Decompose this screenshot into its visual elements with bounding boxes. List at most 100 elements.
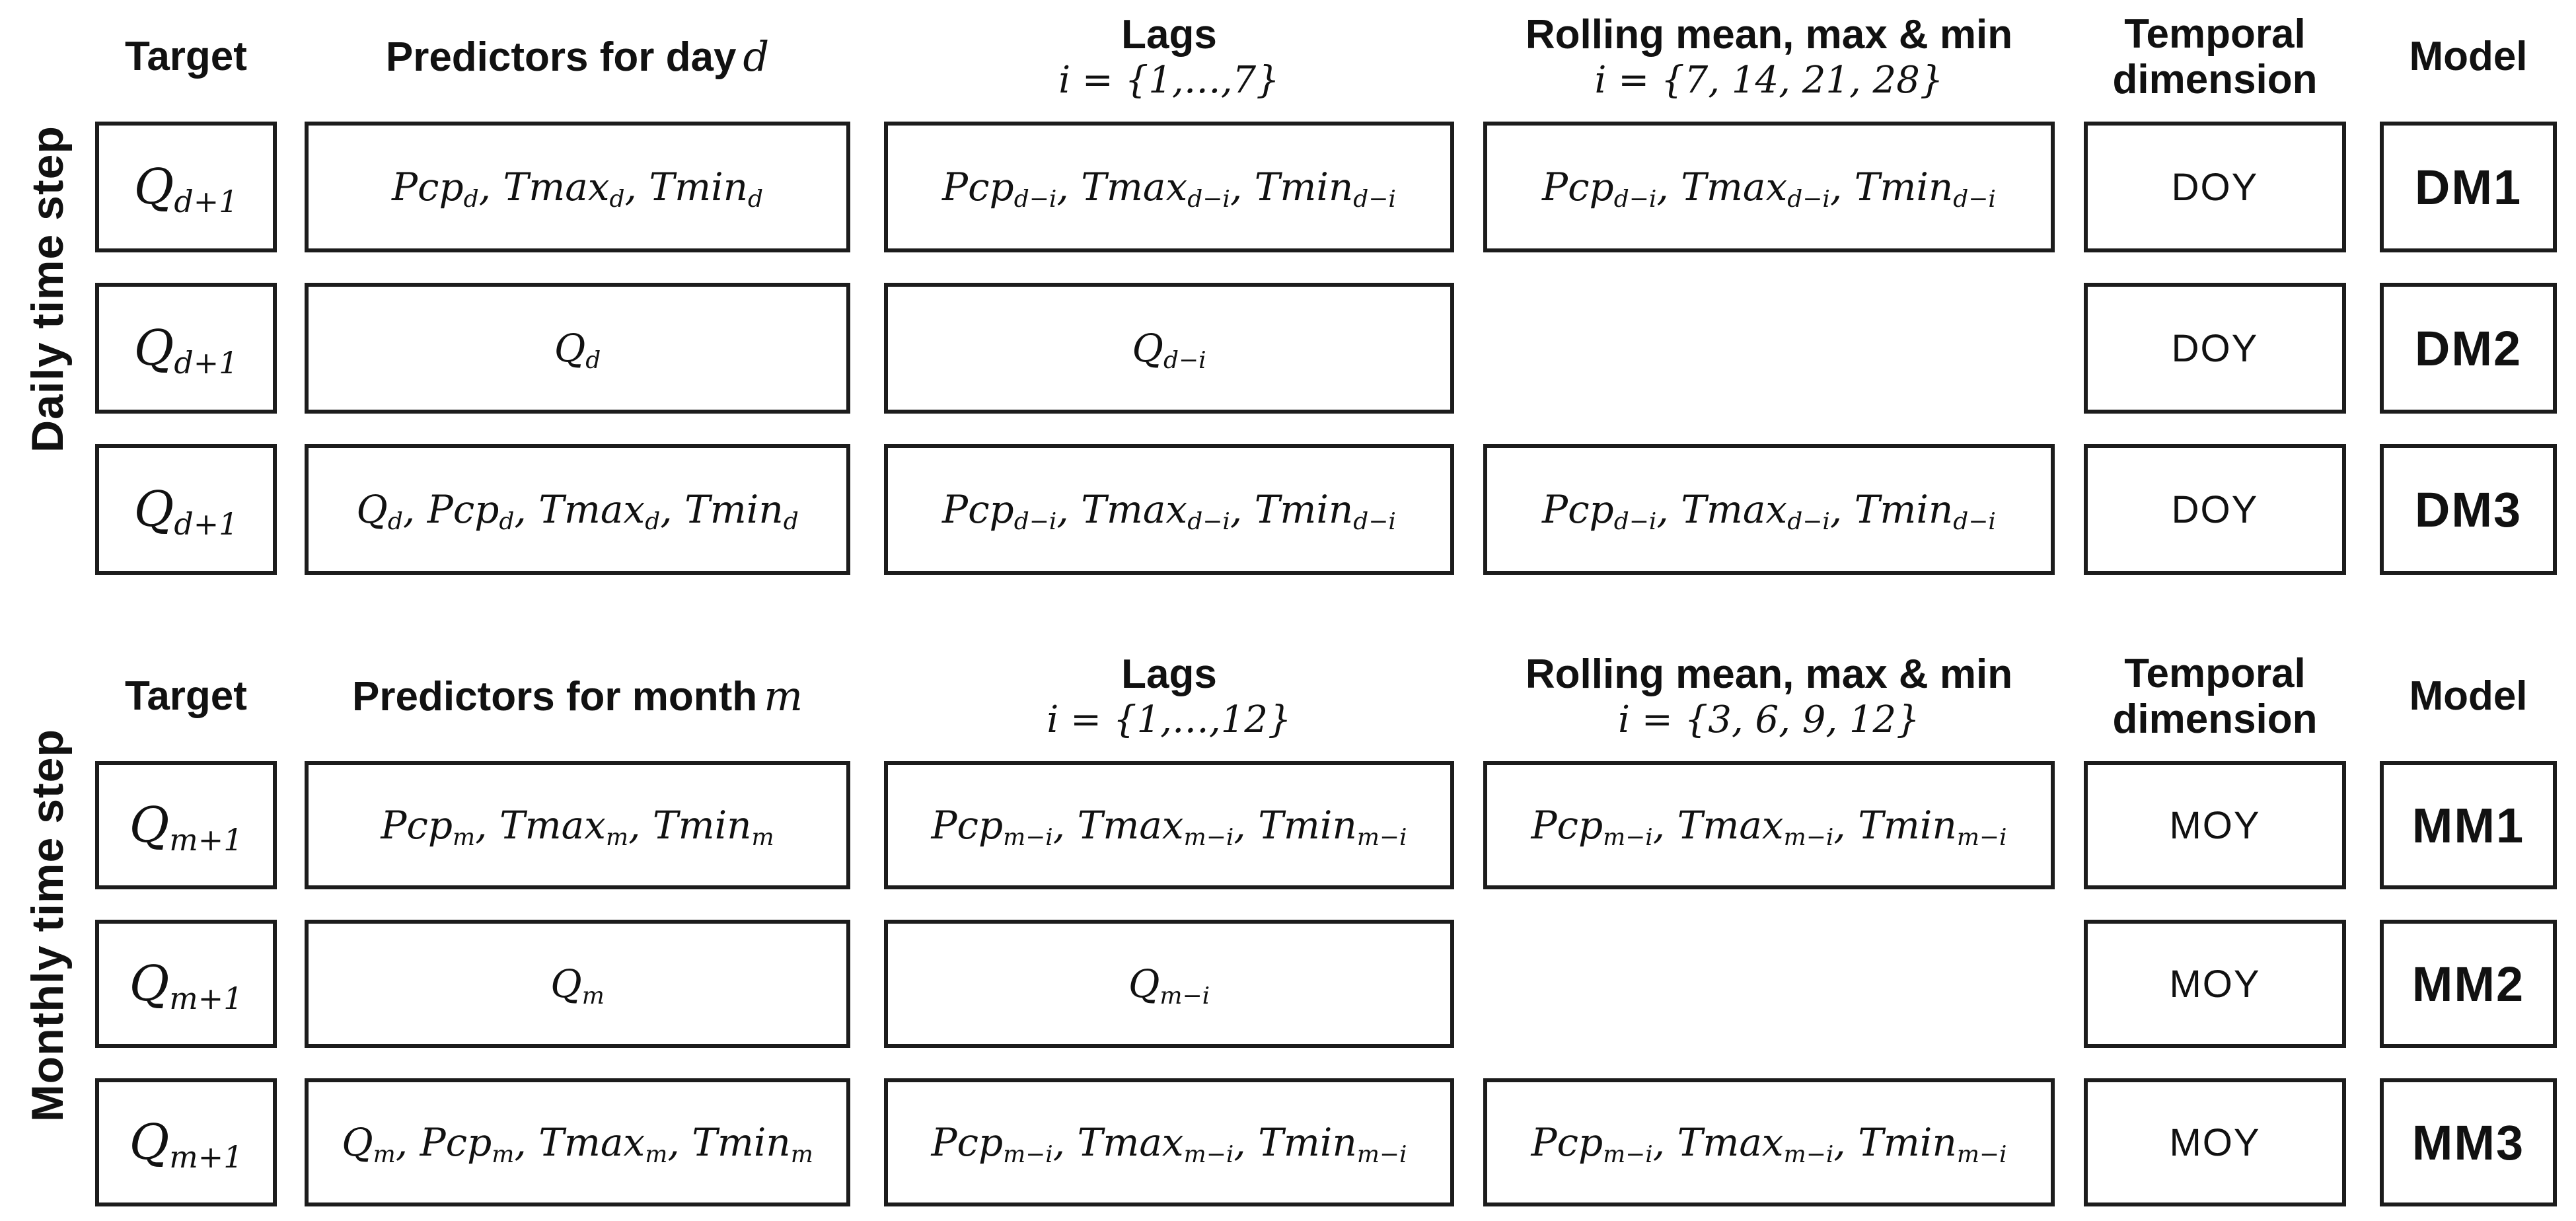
daily-model-row-dm2: Qd+1 Qd Qd−i DOY DM2 [95, 283, 2576, 414]
lags-formula: Qm−i [1128, 961, 1210, 1010]
rolling-cell: Pcpm−i, Tmaxm−i, Tminm−i [1483, 1078, 2055, 1206]
lags-cell: Qd−i [884, 283, 1454, 414]
header-rolling-range: i = {3, 6, 9, 12} [1618, 698, 1920, 742]
temporal-value: DOY [2171, 488, 2259, 531]
predictors-formula: Qd [554, 326, 601, 375]
daily-model-row-dm3: Qd+1 Qd, Pcpd, Tmaxd, Tmind Pcpd−i, Tmax… [95, 444, 2576, 575]
temporal-cell: MOY [2084, 1078, 2346, 1206]
header-target: Target [95, 4, 277, 110]
lags-cell: Qm−i [884, 920, 1454, 1048]
predictors-cell: Qd [305, 283, 850, 414]
temporal-value: DOY [2171, 165, 2259, 209]
header-temporal-label: Temporal dimension [2112, 11, 2318, 102]
header-lags-range: i = {1,…,7} [1058, 59, 1280, 102]
model-cell: DM2 [2380, 283, 2557, 414]
predictors-cell: Qm, Pcpm, Tmaxm, Tminm [305, 1078, 850, 1206]
daily-side-label: Daily time step [22, 126, 73, 453]
header-lags-label: Lags [1121, 11, 1217, 57]
predictors-cell: Qd, Pcpd, Tmaxd, Tmind [305, 444, 850, 575]
daily-section: Daily time step Target Predictors for da… [22, 4, 2576, 575]
target-cell: Qm+1 [95, 761, 277, 889]
lags-formula: Pcpm−i, Tmaxm−i, Tminm−i [931, 1120, 1407, 1169]
target-formula: Qm+1 [129, 1114, 243, 1175]
target-formula: Qd+1 [133, 320, 239, 381]
header-target: Target [95, 644, 277, 749]
header-model: Model [2380, 644, 2557, 749]
model-cell: MM3 [2380, 1078, 2557, 1206]
header-rolling: Rolling mean, max & min i = {7, 14, 21, … [1483, 4, 2055, 110]
header-model: Model [2380, 4, 2557, 110]
lags-cell: Pcpm−i, Tmaxm−i, Tminm−i [884, 1078, 1454, 1206]
header-temporal-label: Temporal dimension [2112, 650, 2318, 742]
target-formula: Qm+1 [129, 955, 243, 1016]
temporal-value: MOY [2169, 1121, 2261, 1164]
header-lags: Lags i = {1,…,12} [884, 644, 1454, 749]
rolling-cell: Pcpd−i, Tmaxd−i, Tmind−i [1483, 122, 2055, 252]
temporal-cell: DOY [2084, 283, 2346, 414]
predictors-formula: Qd, Pcpd, Tmaxd, Tmind [356, 487, 799, 536]
predictors-cell: Qm [305, 920, 850, 1048]
header-rolling-range: i = {7, 14, 21, 28} [1594, 59, 1944, 102]
header-target-label: Target [125, 673, 247, 720]
model-id: DM1 [2414, 159, 2522, 215]
target-cell: Qd+1 [95, 444, 277, 575]
predictors-formula: Pcpm, Tmaxm, Tminm [381, 803, 774, 852]
target-cell: Qm+1 [95, 1078, 277, 1206]
model-id: MM3 [2411, 1115, 2525, 1170]
monthly-model-row-mm3: Qm+1 Qm, Pcpm, Tmaxm, Tminm Pcpm−i, Tmax… [95, 1078, 2576, 1206]
header-temporal: Temporal dimension [2084, 4, 2346, 110]
target-cell: Qm+1 [95, 920, 277, 1048]
rolling-formula: Pcpd−i, Tmaxd−i, Tmind−i [1542, 165, 1996, 213]
lags-cell: Pcpm−i, Tmaxm−i, Tminm−i [884, 761, 1454, 889]
lags-formula: Pcpd−i, Tmaxd−i, Tmind−i [942, 487, 1396, 536]
predictors-formula: Pcpd, Tmaxd, Tmind [391, 165, 763, 213]
predictors-cell: Pcpm, Tmaxm, Tminm [305, 761, 850, 889]
temporal-value: MOY [2169, 962, 2261, 1006]
predictors-cell: Pcpd, Tmaxd, Tmind [305, 122, 850, 252]
header-rolling: Rolling mean, max & min i = {3, 6, 9, 12… [1483, 644, 2055, 749]
lags-formula: Pcpd−i, Tmaxd−i, Tmind−i [942, 165, 1396, 213]
target-cell: Qd+1 [95, 283, 277, 414]
model-cell: MM1 [2380, 761, 2557, 889]
temporal-value: DOY [2171, 326, 2259, 370]
header-model-label: Model [2409, 34, 2528, 80]
header-lags: Lags i = {1,…,7} [884, 4, 1454, 110]
header-lags-label: Lags [1121, 651, 1217, 697]
header-predictors-var: m [764, 671, 803, 720]
lags-cell: Pcpd−i, Tmaxd−i, Tmind−i [884, 444, 1454, 575]
predictors-formula: Qm, Pcpm, Tmaxm, Tminm [342, 1120, 813, 1169]
rolling-cell: Pcpd−i, Tmaxd−i, Tmind−i [1483, 444, 2055, 575]
model-cell: DM3 [2380, 444, 2557, 575]
monthly-model-row-mm1: Qm+1 Pcpm, Tmaxm, Tminm Pcpm−i, Tmaxm−i,… [95, 761, 2576, 889]
rolling-formula: Pcpm−i, Tmaxm−i, Tminm−i [1531, 803, 2007, 852]
lags-formula: Qd−i [1132, 326, 1206, 375]
temporal-cell: MOY [2084, 920, 2346, 1048]
temporal-cell: DOY [2084, 122, 2346, 252]
lags-cell: Pcpd−i, Tmaxd−i, Tmind−i [884, 122, 1454, 252]
header-rolling-label: Rolling mean, max & min [1525, 651, 2013, 697]
target-formula: Qd+1 [133, 481, 239, 542]
predictors-formula: Qm [550, 961, 605, 1010]
header-target-label: Target [125, 34, 247, 80]
model-cell: MM2 [2380, 920, 2557, 1048]
header-predictors-var: d [743, 32, 770, 81]
header-lags-range: i = {1,…,12} [1047, 698, 1292, 742]
rolling-cell: Pcpm−i, Tmaxm−i, Tminm−i [1483, 761, 2055, 889]
target-formula: Qm+1 [129, 797, 243, 858]
model-id: MM1 [2411, 797, 2525, 853]
temporal-cell: MOY [2084, 761, 2346, 889]
rolling-formula: Pcpd−i, Tmaxd−i, Tmind−i [1542, 487, 1996, 536]
model-id: MM2 [2411, 956, 2525, 1012]
header-predictors-label: Predictors for month [352, 673, 758, 720]
header-temporal: Temporal dimension [2084, 644, 2346, 749]
model-id: DM3 [2414, 482, 2522, 537]
monthly-side-label: Monthly time step [22, 728, 73, 1122]
model-cell: DM1 [2380, 122, 2557, 252]
rolling-formula: Pcpm−i, Tmaxm−i, Tminm−i [1531, 1120, 2007, 1169]
